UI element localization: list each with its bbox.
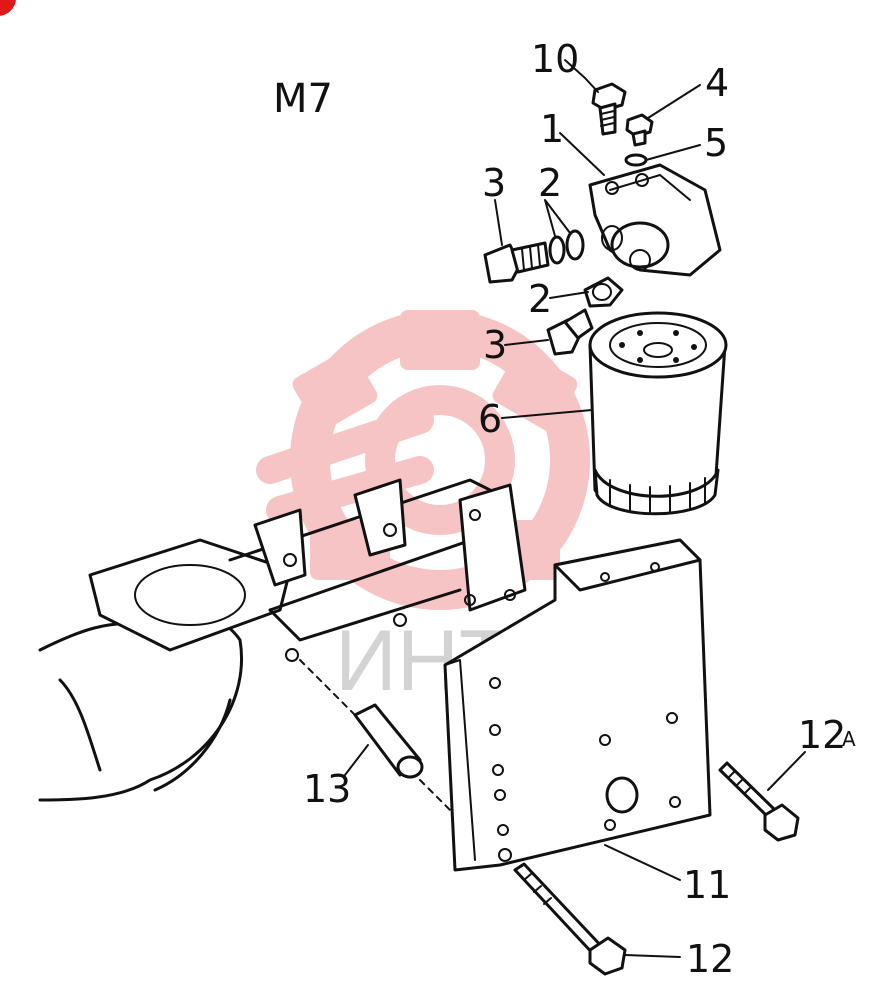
label-part-10: 10 (531, 37, 579, 81)
label-part-1: 1 (540, 107, 564, 151)
label-part-12a: 12 (798, 713, 846, 757)
part-3-banjo-bolt-upper (483, 241, 550, 284)
part-12a-bolt (718, 761, 800, 842)
label-part-3-lower: 3 (483, 323, 507, 367)
leader-lines (344, 59, 806, 958)
label-part-12a-suffix: A (842, 727, 856, 751)
label-part-2-lower: 2 (528, 277, 552, 321)
part-13-spacer (299, 659, 471, 831)
label-part-5: 5 (704, 121, 728, 165)
exhaust-manifold (38, 478, 527, 802)
part-10-bolt (591, 82, 627, 136)
label-part-11: 11 (683, 863, 731, 907)
label-part-2-upper: 2 (538, 161, 562, 205)
diagram-title: M7 (273, 76, 333, 122)
part-6-filter-cartridge (588, 311, 728, 516)
part-11-bracket (443, 538, 712, 872)
part-12-bolt (513, 862, 627, 976)
part-4-plug (625, 113, 654, 147)
part-2-seal-rings-upper (548, 229, 585, 265)
part-3-banjo-bolt-lower (546, 308, 594, 356)
label-part-6: 6 (478, 397, 502, 441)
part-1-filter-head (588, 163, 722, 277)
corner-mark (0, 0, 16, 16)
label-part-12: 12 (686, 937, 734, 981)
label-part-4: 4 (705, 61, 729, 105)
part-2-banjo-fitting (583, 276, 624, 308)
label-part-13: 13 (303, 767, 351, 811)
label-part-3-upper: 3 (482, 161, 506, 205)
part-5-washer (624, 153, 648, 167)
watermark-logo (256, 310, 590, 610)
